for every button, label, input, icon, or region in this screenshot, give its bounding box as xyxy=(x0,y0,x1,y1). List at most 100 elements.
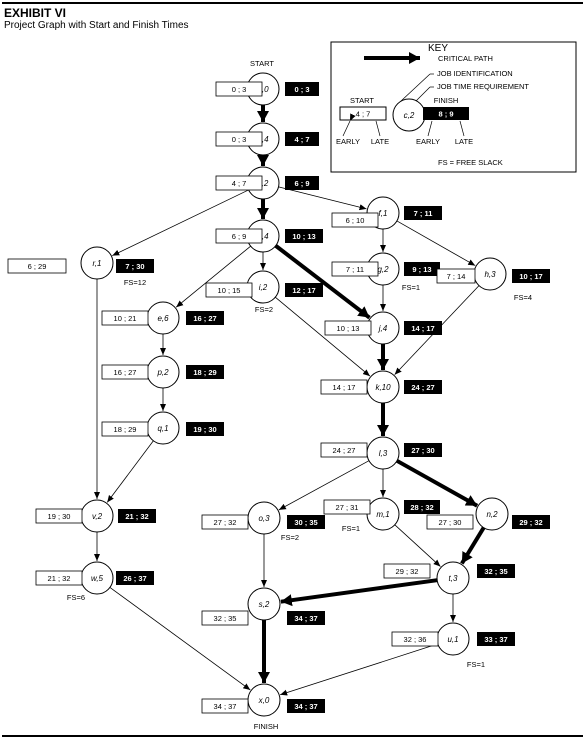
finish-times-b: 4 ; 7 xyxy=(294,135,309,144)
key-leader-time xyxy=(415,86,431,102)
free-slack-m: FS=1 xyxy=(342,524,360,533)
start-box-c xyxy=(215,175,263,191)
finish-times-r: 7 ; 30 xyxy=(125,262,144,271)
start-times-m: 27 ; 31 xyxy=(336,503,359,512)
start-times-w: 21 ; 32 xyxy=(48,574,71,583)
finish-times-c: 6 ; 9 xyxy=(294,179,309,188)
key-early-finish: EARLY xyxy=(416,137,440,146)
edge-d-e xyxy=(175,245,251,308)
edge-m-t xyxy=(394,524,441,567)
edge-w-x xyxy=(109,587,251,691)
finish-times-x: 34 ; 37 xyxy=(294,702,317,711)
node-label-c: c,2 xyxy=(258,179,269,188)
start-box-x xyxy=(201,698,249,714)
finish-times-s: 34 ; 37 xyxy=(294,614,317,623)
key-late-finish: LATE xyxy=(455,137,473,146)
finish-label: FINISH xyxy=(254,722,279,731)
edge-l-o xyxy=(278,460,370,511)
key-early-start: EARLY xyxy=(336,137,360,146)
finish-times-h: 10 ; 17 xyxy=(519,272,542,281)
start-box-g xyxy=(331,261,379,277)
finish-box-l xyxy=(404,443,442,457)
start-box-p xyxy=(101,364,149,380)
finish-times-m: 28 ; 32 xyxy=(410,503,433,512)
free-slack-g: FS=1 xyxy=(402,283,420,292)
start-times-b: 0 ; 3 xyxy=(232,135,247,144)
start-times-k: 14 ; 17 xyxy=(333,383,356,392)
start-label: START xyxy=(250,59,274,68)
node-label-r: r,1 xyxy=(93,259,102,268)
node-label-v: v,2 xyxy=(92,512,103,521)
start-box-a xyxy=(215,81,263,97)
start-box-r xyxy=(7,258,67,274)
start-box-i xyxy=(205,282,253,298)
finish-times-k: 24 ; 27 xyxy=(411,383,434,392)
node-circle-t xyxy=(436,561,470,595)
finish-box-m xyxy=(404,500,440,514)
job-node-b: b,4 0 ; 3 4 ; 7 xyxy=(215,122,319,156)
free-slack-r: FS=12 xyxy=(124,278,146,287)
bottom-rule xyxy=(2,735,583,737)
finish-times-p: 18 ; 29 xyxy=(193,368,216,377)
node-label-s: s,2 xyxy=(259,600,270,609)
node-label-h: h,3 xyxy=(484,270,496,279)
key-start-label: START xyxy=(350,96,374,105)
key-job-identification: JOB IDENTIFICATION xyxy=(437,69,513,78)
start-times-g: 7 ; 11 xyxy=(346,265,364,274)
start-box-k xyxy=(320,379,368,395)
key-leader-id xyxy=(400,73,431,102)
start-box-e xyxy=(101,310,149,326)
finish-box-n xyxy=(512,515,550,529)
free-slack-o: FS=2 xyxy=(281,533,299,542)
exhibit-subtitle: Project Graph with Start and Finish Time… xyxy=(4,20,189,31)
key-finish-value: 8 ; 9 xyxy=(438,110,453,119)
node-label-f: f,1 xyxy=(379,209,388,218)
start-times-i: 10 ; 15 xyxy=(218,286,241,295)
finish-box-o xyxy=(287,515,325,529)
finish-times-e: 16 ; 27 xyxy=(193,314,216,323)
finish-times-i: 12 ; 17 xyxy=(292,286,315,295)
free-slack-w: FS=6 xyxy=(67,593,85,602)
exhibit-title: EXHIBIT VI xyxy=(4,6,67,20)
finish-box-g xyxy=(404,262,440,276)
start-times-f: 6 ; 10 xyxy=(346,216,365,225)
finish-box-t xyxy=(477,564,515,578)
start-box-w xyxy=(35,570,83,586)
finish-box-h xyxy=(512,269,550,283)
node-circle-s xyxy=(247,587,281,621)
finish-times-u: 33 ; 37 xyxy=(484,635,507,644)
key-legend: KEY CRITICAL PATH c,2 JOB IDENTIFICATION… xyxy=(330,41,577,173)
finish-times-f: 7 ; 11 xyxy=(414,209,433,218)
start-times-t: 29 ; 32 xyxy=(396,567,419,576)
key-critical-path: CRITICAL PATH xyxy=(438,54,493,63)
edge-c-f xyxy=(278,186,367,211)
finish-times-w: 26 ; 37 xyxy=(123,574,146,583)
key-finish-label: FINISH xyxy=(434,96,459,105)
finish-box-c xyxy=(285,176,319,190)
edge-t-s-critical xyxy=(280,578,438,607)
start-times-v: 19 ; 30 xyxy=(48,512,71,521)
node-label-d: d,4 xyxy=(257,232,269,241)
node-label-b: b,4 xyxy=(257,135,269,144)
finish-box-i xyxy=(285,283,323,297)
edge-d-j-critical xyxy=(274,244,371,320)
